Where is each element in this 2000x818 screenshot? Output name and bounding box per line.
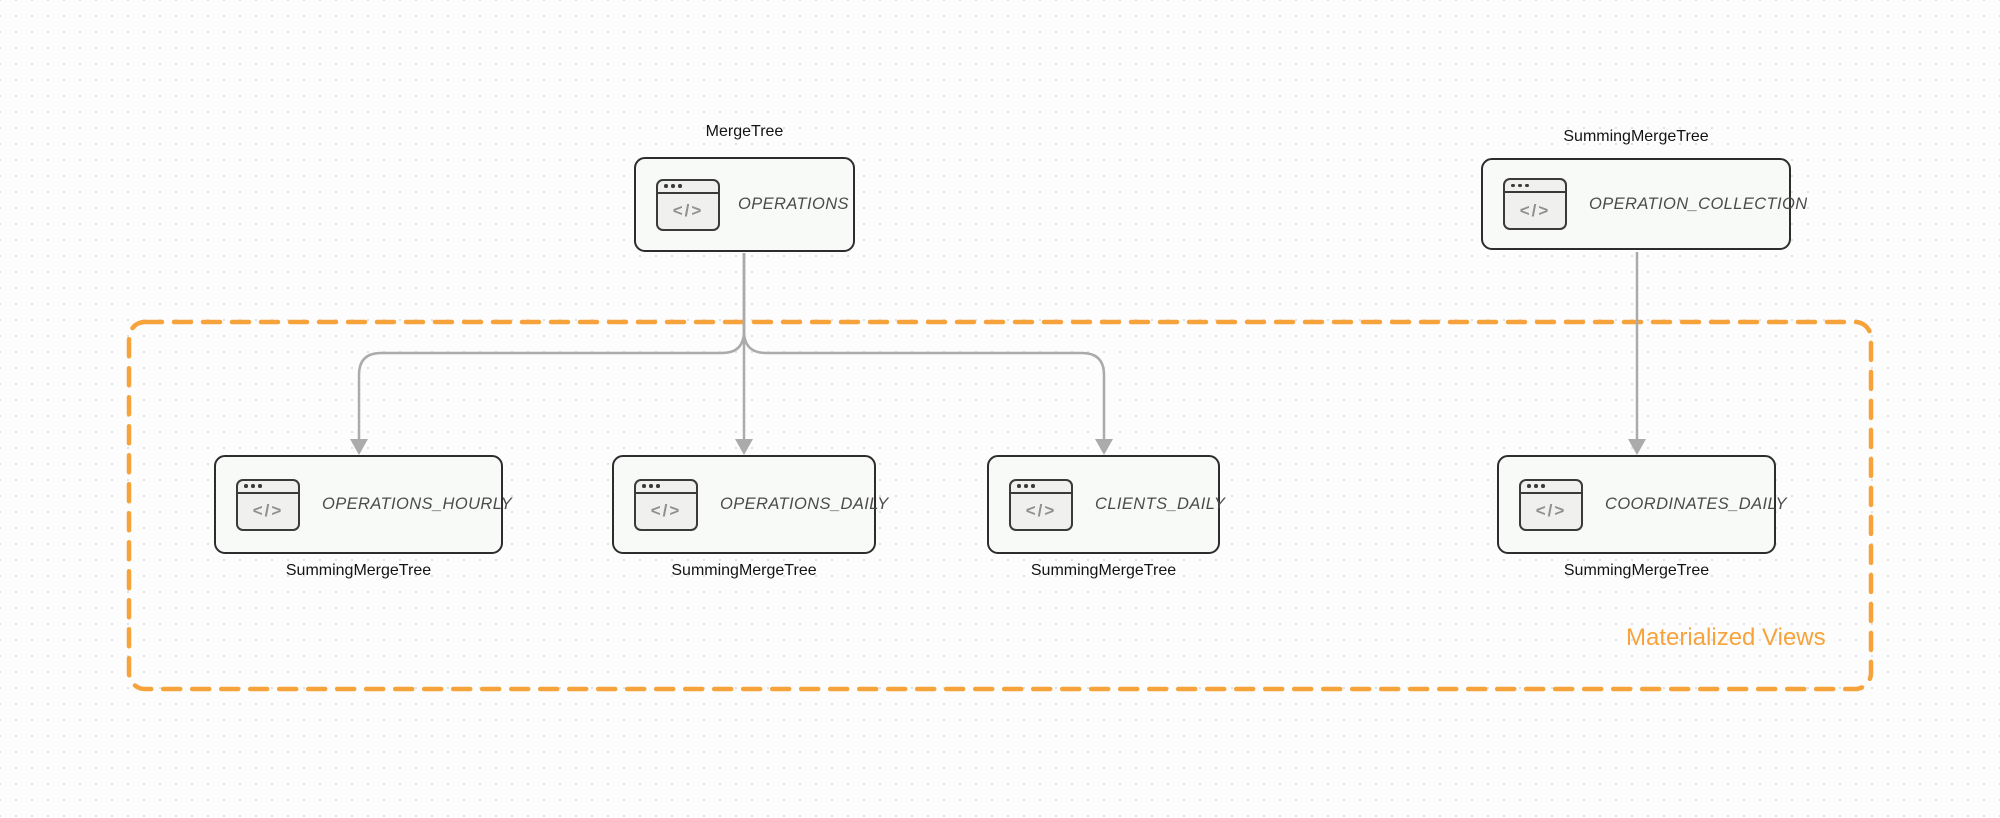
code-glyph: </>: [252, 501, 284, 520]
window-dot: [656, 484, 660, 488]
window-bar: [636, 481, 696, 494]
engine-label-operations-hourly: SummingMergeTree: [285, 562, 432, 579]
window-bar: [238, 481, 298, 494]
node-title: CLIENTS_DAILY: [1095, 495, 1226, 513]
code-glyph: </>: [650, 501, 682, 520]
window-dot: [244, 484, 248, 488]
window-dot: [642, 484, 646, 488]
code-window-icon: </>: [634, 478, 698, 531]
arrowhead-operations-hourly: [350, 439, 368, 455]
window-dot: [678, 184, 682, 188]
materialized-views-label: Materialized Views: [1626, 624, 1826, 651]
window-dot: [258, 484, 262, 488]
code-window-icon: </>: [1503, 178, 1567, 230]
code-window-icon: </>: [656, 178, 720, 231]
edge-operations-to-clients-daily: [742, 253, 1106, 440]
window-dot: [671, 184, 675, 188]
code-glyph: </>: [672, 201, 704, 220]
engine-label-coordinates-daily: SummingMergeTree: [1563, 562, 1710, 579]
window-dot: [1031, 484, 1035, 488]
window-dot: [649, 484, 653, 488]
window-bar: [1505, 180, 1565, 193]
code-glyph: </>: [1519, 200, 1551, 220]
arrowhead-operations-daily: [735, 439, 753, 455]
code-window-icon: </>: [236, 478, 300, 531]
node-clients-daily: </> CLIENTS_DAILY: [987, 455, 1225, 554]
window-dot: [1518, 183, 1522, 188]
window-dot: [1534, 484, 1538, 488]
node-operations-daily: </> OPERATIONS_DAILY: [612, 455, 888, 554]
arrowhead-clients-daily: [1095, 439, 1113, 455]
engine-label-operations: MergeTree: [705, 123, 784, 140]
node-title: OPERATIONS_DAILY: [720, 495, 889, 513]
window-dot: [1527, 484, 1531, 488]
window-bar: [1011, 481, 1071, 494]
edge-operations-to-operations-hourly: [357, 253, 746, 440]
window-bar: [658, 181, 718, 194]
code-glyph: </>: [1025, 501, 1057, 520]
code-window-icon: </>: [1009, 478, 1073, 531]
engine-label-operations-daily: SummingMergeTree: [671, 562, 817, 579]
code-window-icon: </>: [1519, 478, 1583, 531]
arrowhead-coordinates-daily: [1628, 439, 1646, 455]
code-glyph: </>: [1535, 501, 1567, 520]
engine-label-operation-collection: SummingMergeTree: [1563, 128, 1709, 145]
node-title: OPERATIONS: [738, 195, 849, 213]
window-dot: [251, 484, 255, 488]
window-dot: [1541, 484, 1545, 488]
node-title: OPERATIONS_HOURLY: [322, 495, 513, 513]
window-dot: [1017, 484, 1021, 488]
node-title: OPERATION_COLLECTION: [1589, 194, 1808, 213]
node-coordinates-daily: </> COORDINATES_DAILY: [1497, 455, 1787, 554]
node-operation-collection: </> OPERATION_COLLECTION: [1481, 158, 1807, 250]
node-title: COORDINATES_DAILY: [1605, 495, 1787, 513]
node-operations: </> OPERATIONS: [634, 157, 855, 252]
node-operations-hourly: </> OPERATIONS_HOURLY: [214, 455, 512, 554]
engine-label-clients-daily: SummingMergeTree: [1030, 562, 1177, 579]
window-dot: [1511, 183, 1515, 188]
window-dot: [1024, 484, 1028, 488]
window-bar: [1521, 481, 1581, 494]
window-dot: [664, 184, 668, 188]
window-dot: [1525, 183, 1529, 188]
